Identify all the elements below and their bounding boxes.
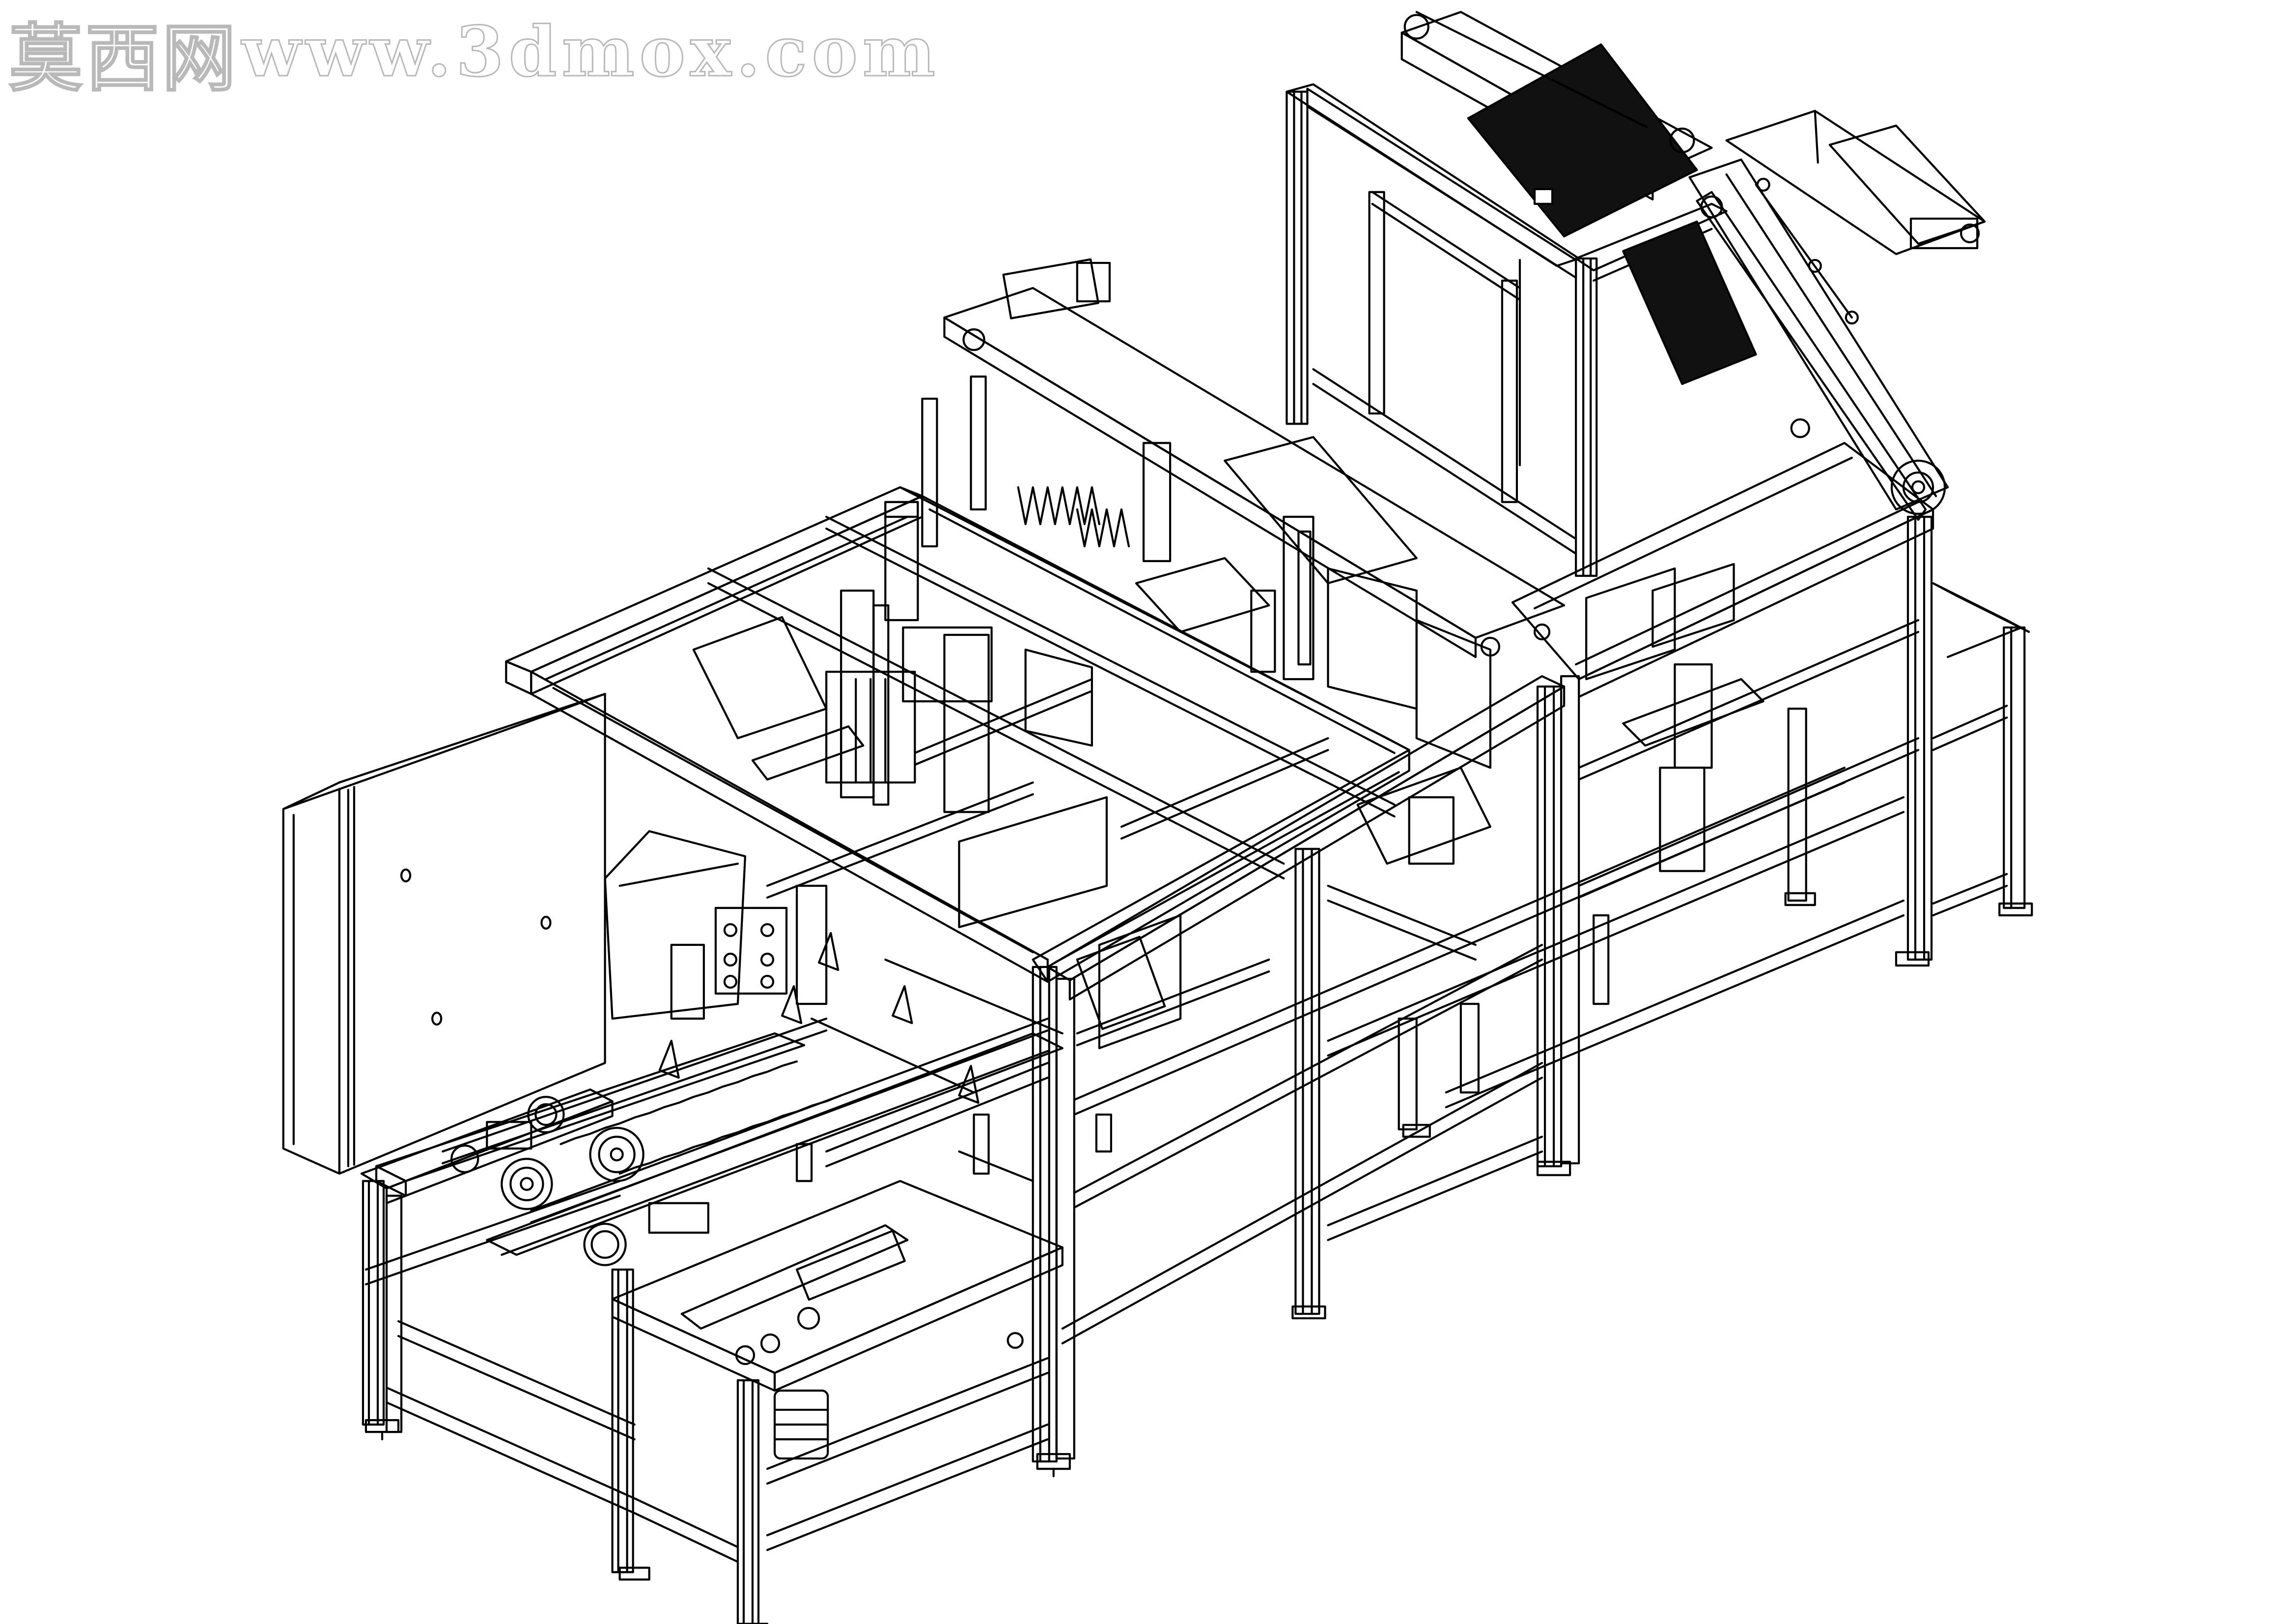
watermark-cn-text: 莫西网 <box>8 14 239 102</box>
left-upper-frame <box>505 486 1410 983</box>
main-centre-frame <box>1032 675 1905 1478</box>
box-guides <box>958 563 1764 1050</box>
right-frame <box>1511 442 2033 967</box>
frame-rails <box>766 678 1477 1349</box>
top-gantry <box>692 258 1566 813</box>
tall-rear-frame <box>1286 83 1728 577</box>
watermark-url-text: www.3dmox.com <box>241 11 941 93</box>
glue-unit <box>604 830 828 1020</box>
front-conveyor-frame <box>611 1180 1064 1624</box>
left-base-frame <box>360 1088 650 1581</box>
inclined-conveyor <box>1400 11 1986 521</box>
watermark: 莫西网 www.3dmox.com <box>8 3 941 103</box>
electrical-cabinet <box>282 693 606 1175</box>
